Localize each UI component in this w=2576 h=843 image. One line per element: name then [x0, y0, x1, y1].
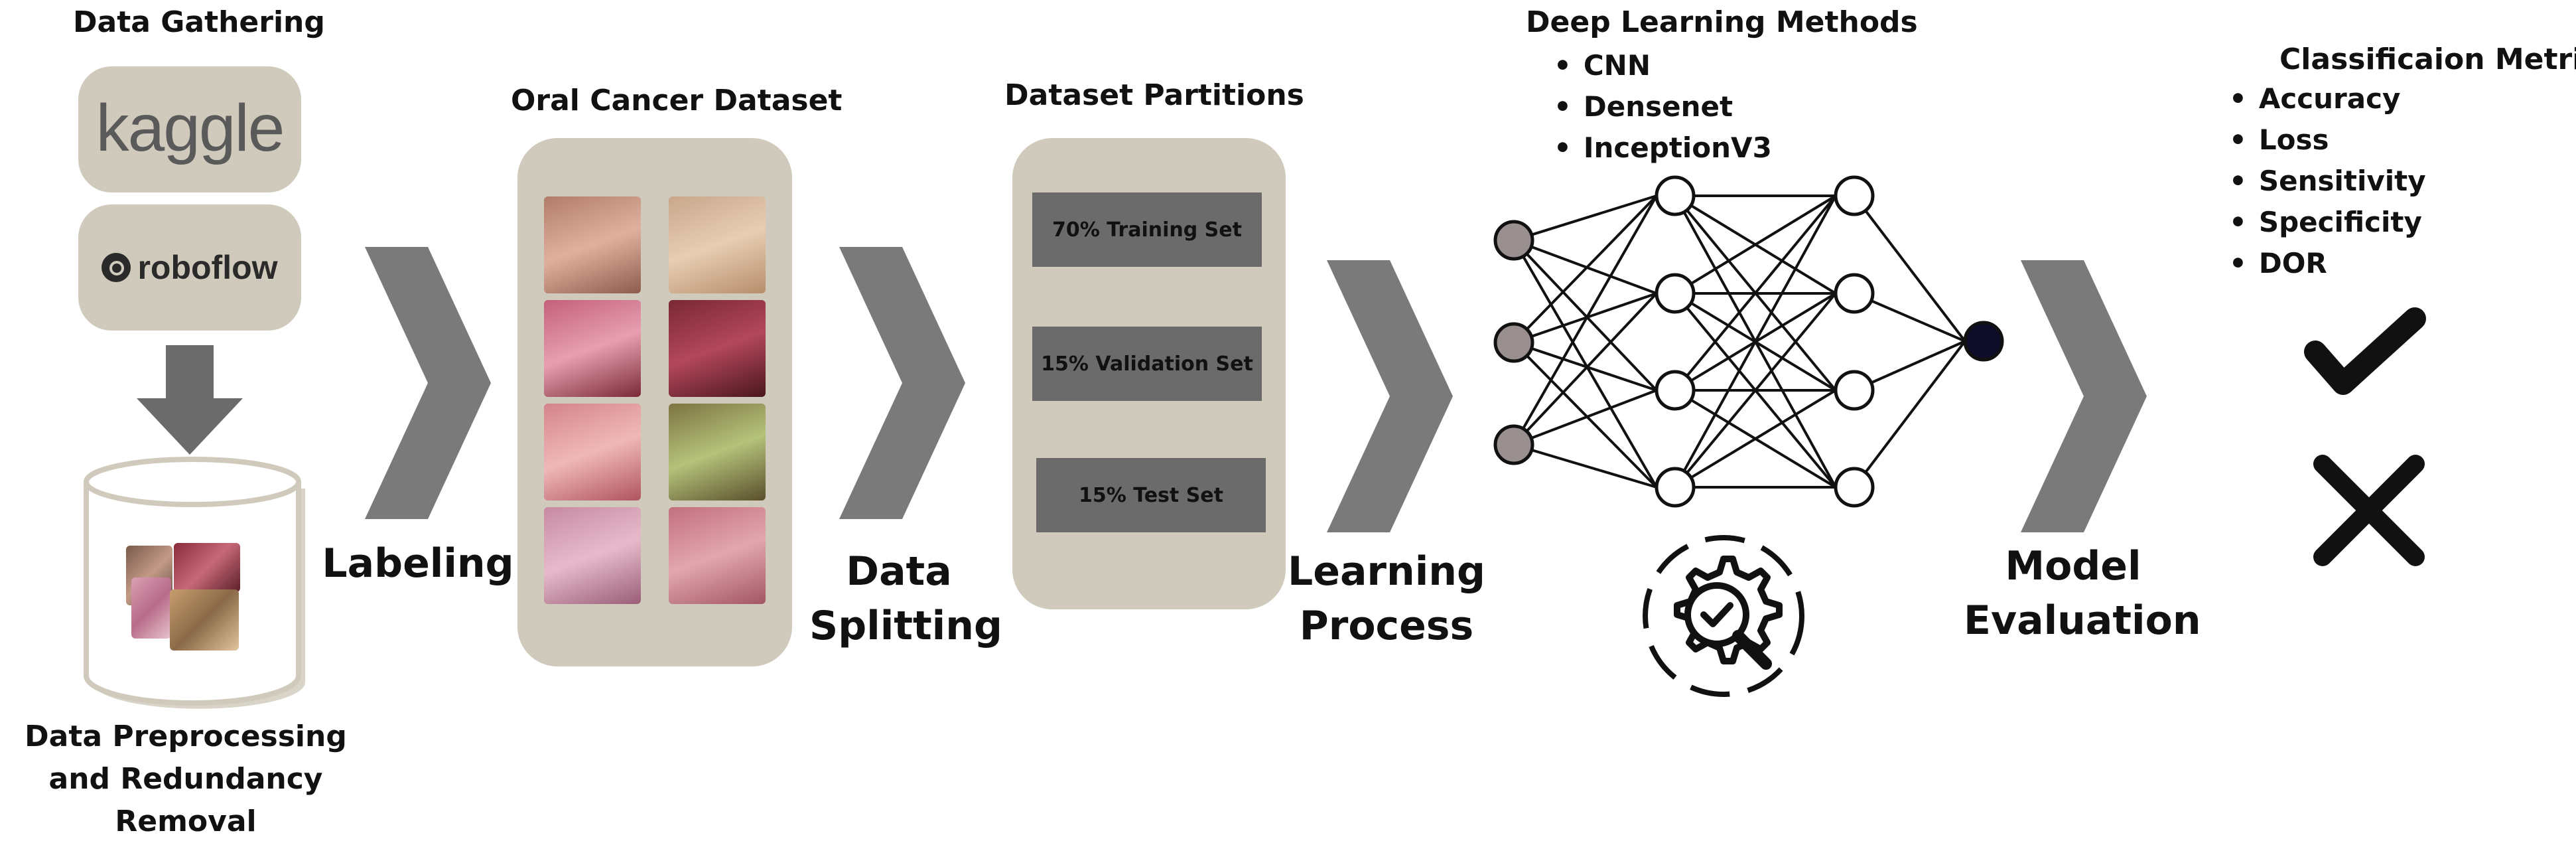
hidden-node [1834, 273, 1875, 314]
preprocessing-label: Data Preprocessing and Redundancy Remova… [25, 720, 347, 838]
hidden-node [1655, 467, 1696, 508]
data-gathering-title: Data Gathering [73, 5, 325, 39]
metric-item: Specificity [2229, 202, 2426, 243]
down-arrow-icon [137, 345, 243, 455]
metric-item: DOR [2229, 243, 2426, 284]
partition-bar: 15% Test Set [1036, 458, 1266, 532]
metric-item: Loss [2229, 119, 2426, 161]
dl-method-item: InceptionV3 [1554, 127, 1772, 169]
network-connection [1853, 194, 1966, 343]
network-connection [1513, 239, 1658, 392]
chevron-icon [839, 247, 965, 519]
network-connection [1513, 239, 1658, 489]
network-connection [1513, 341, 1657, 392]
network-connection [1513, 195, 1658, 445]
metric-item: Accuracy [2229, 78, 2426, 119]
roboflow-logo-box: roboflow [78, 204, 301, 331]
roboflow-mark-icon [102, 253, 131, 282]
db-image-thumb [170, 589, 239, 651]
kaggle-logo: kaggle [96, 91, 285, 165]
dl-method-item: CNN [1554, 45, 1772, 86]
dataset-image [669, 404, 766, 500]
network-connection [1513, 443, 1657, 489]
dataset-image [544, 404, 641, 500]
metric-item: Sensitivity [2229, 161, 2426, 202]
dataset-image [544, 507, 641, 604]
hidden-node [1834, 467, 1875, 508]
hidden-node [1655, 273, 1696, 314]
kaggle-logo-box: kaggle [78, 66, 301, 192]
network-connection [1513, 194, 1658, 344]
network-connection [1513, 194, 1657, 242]
partition-bar: 70% Training Set [1032, 192, 1262, 267]
hidden-node [1834, 370, 1875, 411]
network-connection [1513, 389, 1657, 446]
labeling-label: Labeling [322, 540, 514, 587]
input-node [1493, 322, 1534, 363]
network-connection [1674, 195, 1837, 488]
evaluation-label: Model Evaluation [1964, 543, 2201, 644]
dataset-panel [517, 138, 792, 666]
gear-search-icon [1643, 535, 1804, 697]
dl-method-item: Densenet [1554, 86, 1772, 127]
neural-network-diagram [1493, 175, 2004, 508]
network-connection [1513, 341, 1658, 489]
partitions-title: Dataset Partitions [1004, 78, 1304, 112]
partition-bar: 15% Validation Set [1032, 327, 1262, 401]
dataset-image [669, 507, 766, 604]
db-image-thumb [131, 577, 171, 639]
check-icon [2304, 307, 2426, 395]
output-node [1963, 321, 2004, 362]
splitting-label: Data Splitting [809, 548, 1002, 649]
network-connection [1674, 194, 1837, 392]
dataset-image [544, 300, 641, 397]
learning-label: Learning Process [1288, 548, 1485, 649]
network-connection [1513, 239, 1657, 295]
input-node [1493, 424, 1534, 465]
db-image-thumb [174, 543, 240, 592]
hidden-node [1655, 370, 1696, 411]
dataset-image [669, 196, 766, 293]
hidden-node [1655, 175, 1696, 216]
network-connection [1674, 292, 1837, 489]
network-connection [1513, 292, 1658, 446]
dataset-image [669, 300, 766, 397]
dataset-title: Oral Cancer Dataset [511, 84, 843, 117]
roboflow-logo: roboflow [137, 249, 278, 286]
input-node [1493, 220, 1534, 261]
dl-title: Deep Learning Methods [1526, 5, 1918, 39]
network-connection [1853, 340, 1966, 489]
dataset-image [544, 196, 641, 293]
metrics-title: Classificaion Metrics [2279, 42, 2576, 76]
chevron-icon [2021, 260, 2147, 532]
dl-methods-list: CNN Densenet InceptionV3 [1554, 45, 1772, 169]
network-connection [1674, 194, 1837, 295]
hidden-node [1834, 175, 1875, 216]
network-connection [1674, 389, 1837, 489]
chevron-icon [1327, 260, 1453, 532]
metrics-list: Accuracy Loss Sensitivity Specificity DO… [2229, 78, 2426, 284]
cross-icon [2313, 455, 2425, 566]
partitions-panel: 70% Training Set 15% Validation Set 15% … [1012, 138, 1286, 609]
chevron-icon [365, 247, 491, 519]
